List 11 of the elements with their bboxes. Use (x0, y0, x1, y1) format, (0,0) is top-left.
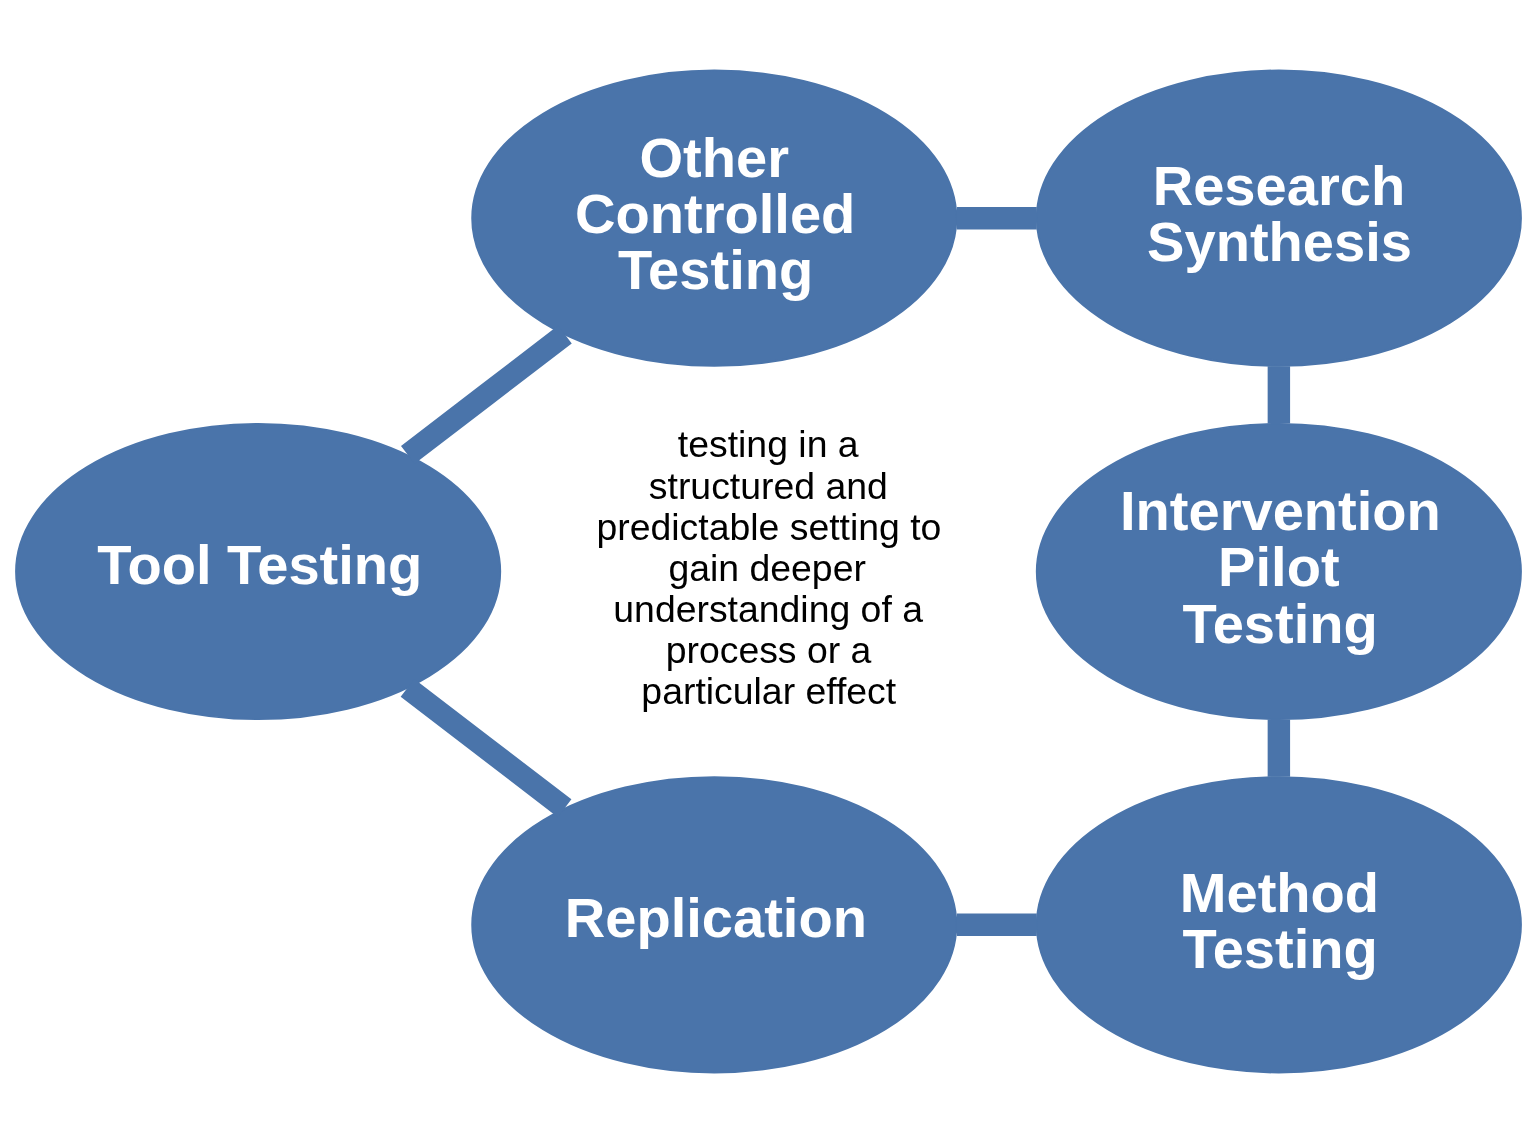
label: testing in a structured and predictable setting to gain deeper understanding of a process or a particular effect (596, 423, 942, 713)
node-ellipse: Research Synthesis (1035, 69, 1522, 367)
node-ellipse: Replication (471, 776, 958, 1074)
connector (1267, 719, 1291, 777)
connector (1267, 366, 1291, 424)
connector (956, 206, 1037, 230)
node-ellipse: Other Controlled Testing (471, 69, 958, 367)
node-ellipse: Method Testing (1035, 776, 1522, 1074)
node-ellipse: Intervention Pilot Testing (1035, 422, 1522, 721)
node-ellipse: Tool Testing (15, 422, 502, 721)
connector (956, 913, 1037, 937)
